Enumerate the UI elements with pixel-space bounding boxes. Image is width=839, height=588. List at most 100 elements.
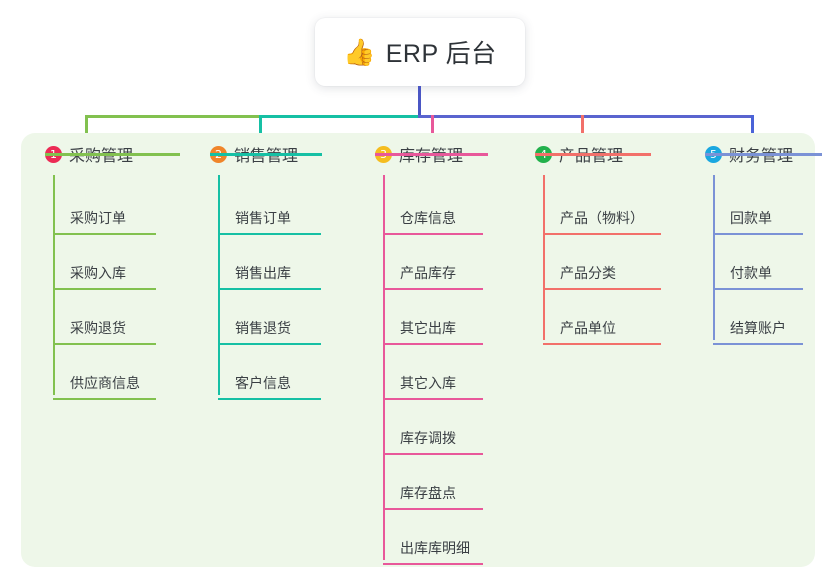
list-item[interactable]: 供应商信息 (53, 345, 195, 400)
list-item-label: 产品分类 (560, 265, 616, 281)
list-item-label: 销售退货 (235, 320, 291, 336)
list-item-label: 库存盘点 (400, 485, 456, 501)
branch-title-2: 销售管理 (234, 148, 299, 165)
list-item[interactable]: 付款单 (713, 235, 839, 290)
list-item-rule (53, 233, 156, 235)
content-panel (21, 133, 815, 567)
branch-spine-2 (218, 175, 220, 395)
branch-header-rule-3 (375, 152, 488, 156)
branch-title-3: 库存管理 (399, 148, 464, 165)
branch-header-rule-4 (535, 152, 651, 156)
list-item-rule (543, 343, 661, 345)
list-item-label: 出库库明细 (400, 540, 470, 556)
branch-header-rule-5 (705, 152, 822, 156)
list-item-rule (713, 233, 803, 235)
branch-items-5: 回款单 付款单 结算账户 (713, 175, 839, 345)
list-item[interactable]: 回款单 (713, 180, 839, 235)
list-item-rule (383, 343, 483, 345)
list-item[interactable]: 销售出库 (218, 235, 360, 290)
list-item-label: 结算账户 (730, 320, 786, 336)
list-item[interactable]: 采购订单 (53, 180, 195, 235)
list-item-rule (383, 508, 483, 510)
list-item[interactable]: 销售退货 (218, 290, 360, 345)
thumbs-up-icon: 👍 (343, 37, 376, 67)
branch-spine-4 (543, 175, 545, 340)
list-item-rule (53, 343, 156, 345)
list-item-rule (383, 398, 483, 400)
list-item[interactable]: 仓库信息 (383, 180, 525, 235)
list-item-label: 客户信息 (235, 375, 291, 391)
bus-connector-blue (418, 115, 754, 118)
list-item-label: 其它入库 (400, 375, 456, 391)
branch-spine-5 (713, 175, 715, 340)
branch-header-rule-2 (210, 152, 322, 156)
branch-column-1: 1 采购管理 采购订单 采购入库 采购退货 供应 (35, 133, 195, 400)
branch-items-2: 销售订单 销售出库 销售退货 客户信息 (218, 175, 360, 400)
branch-header-3[interactable]: 3 库存管理 (365, 133, 525, 175)
list-item-label: 供应商信息 (70, 375, 140, 391)
list-item[interactable]: 库存调拨 (383, 400, 525, 455)
branch-header-5[interactable]: 5 财务管理 (695, 133, 839, 175)
branch-items-3: 仓库信息 产品库存 其它出库 其它入库 库存调拨 (383, 175, 525, 565)
branch-column-5: 5 财务管理 回款单 付款单 结算账户 (695, 133, 839, 345)
list-item-rule (218, 288, 321, 290)
branch-header-4[interactable]: 4 产品管理 (525, 133, 685, 175)
bus-connector-green (85, 115, 261, 118)
branch-items-4: 产品（物料） 产品分类 产品单位 (543, 175, 685, 345)
branch-column-2: 2 销售管理 销售订单 销售出库 销售退货 客户 (200, 133, 360, 400)
list-item[interactable]: 产品库存 (383, 235, 525, 290)
list-item[interactable]: 产品分类 (543, 235, 685, 290)
branch-title-1: 采购管理 (69, 148, 134, 165)
list-item-rule (218, 233, 321, 235)
root-stem-connector (418, 86, 421, 116)
list-item-label: 产品（物料） (560, 210, 644, 226)
list-item-label: 产品库存 (400, 265, 456, 281)
list-item-label: 仓库信息 (400, 210, 456, 226)
list-item-label: 采购退货 (70, 320, 126, 336)
list-item-label: 销售出库 (235, 265, 291, 281)
branch-header-2[interactable]: 2 销售管理 (200, 133, 360, 175)
list-item[interactable]: 销售订单 (218, 180, 360, 235)
list-item-label: 库存调拨 (400, 430, 456, 446)
list-item-label: 付款单 (730, 265, 772, 281)
branch-title-4: 产品管理 (559, 148, 624, 165)
list-item[interactable]: 其它入库 (383, 345, 525, 400)
list-item-rule (383, 453, 483, 455)
branch-spine-1 (53, 175, 55, 395)
branch-title-5: 财务管理 (729, 148, 794, 165)
list-item-rule (383, 233, 483, 235)
list-item[interactable]: 库存盘点 (383, 455, 525, 510)
list-item-rule (53, 288, 156, 290)
root-node-title: ERP 后台 (385, 40, 497, 68)
list-item-rule (383, 288, 483, 290)
list-item-label: 采购入库 (70, 265, 126, 281)
list-item-rule (218, 398, 321, 400)
list-item-rule (543, 233, 661, 235)
branch-column-4: 4 产品管理 产品（物料） 产品分类 产品单位 (525, 133, 685, 345)
branch-items-1: 采购订单 采购入库 采购退货 供应商信息 (53, 175, 195, 400)
branch-spine-3 (383, 175, 385, 560)
list-item[interactable]: 采购退货 (53, 290, 195, 345)
list-item[interactable]: 其它出库 (383, 290, 525, 345)
list-item-label: 回款单 (730, 210, 772, 226)
root-node[interactable]: 👍 ERP 后台 (315, 18, 525, 86)
branch-header-rule-1 (45, 152, 180, 156)
list-item-label: 销售订单 (235, 210, 291, 226)
list-item-rule (383, 563, 483, 565)
list-item[interactable]: 产品单位 (543, 290, 685, 345)
branch-header-1[interactable]: 1 采购管理 (35, 133, 195, 175)
list-item-label: 其它出库 (400, 320, 456, 336)
list-item-label: 产品单位 (560, 320, 616, 336)
branch-columns: 1 采购管理 采购订单 采购入库 采购退货 供应 (21, 133, 822, 567)
list-item-rule (543, 288, 661, 290)
list-item[interactable]: 客户信息 (218, 345, 360, 400)
list-item-rule (713, 343, 803, 345)
list-item[interactable]: 结算账户 (713, 290, 839, 345)
list-item[interactable]: 产品（物料） (543, 180, 685, 235)
list-item[interactable]: 出库库明细 (383, 510, 525, 565)
bus-connector-teal (259, 115, 420, 118)
list-item-rule (713, 288, 803, 290)
list-item[interactable]: 采购入库 (53, 235, 195, 290)
list-item-rule (218, 343, 321, 345)
